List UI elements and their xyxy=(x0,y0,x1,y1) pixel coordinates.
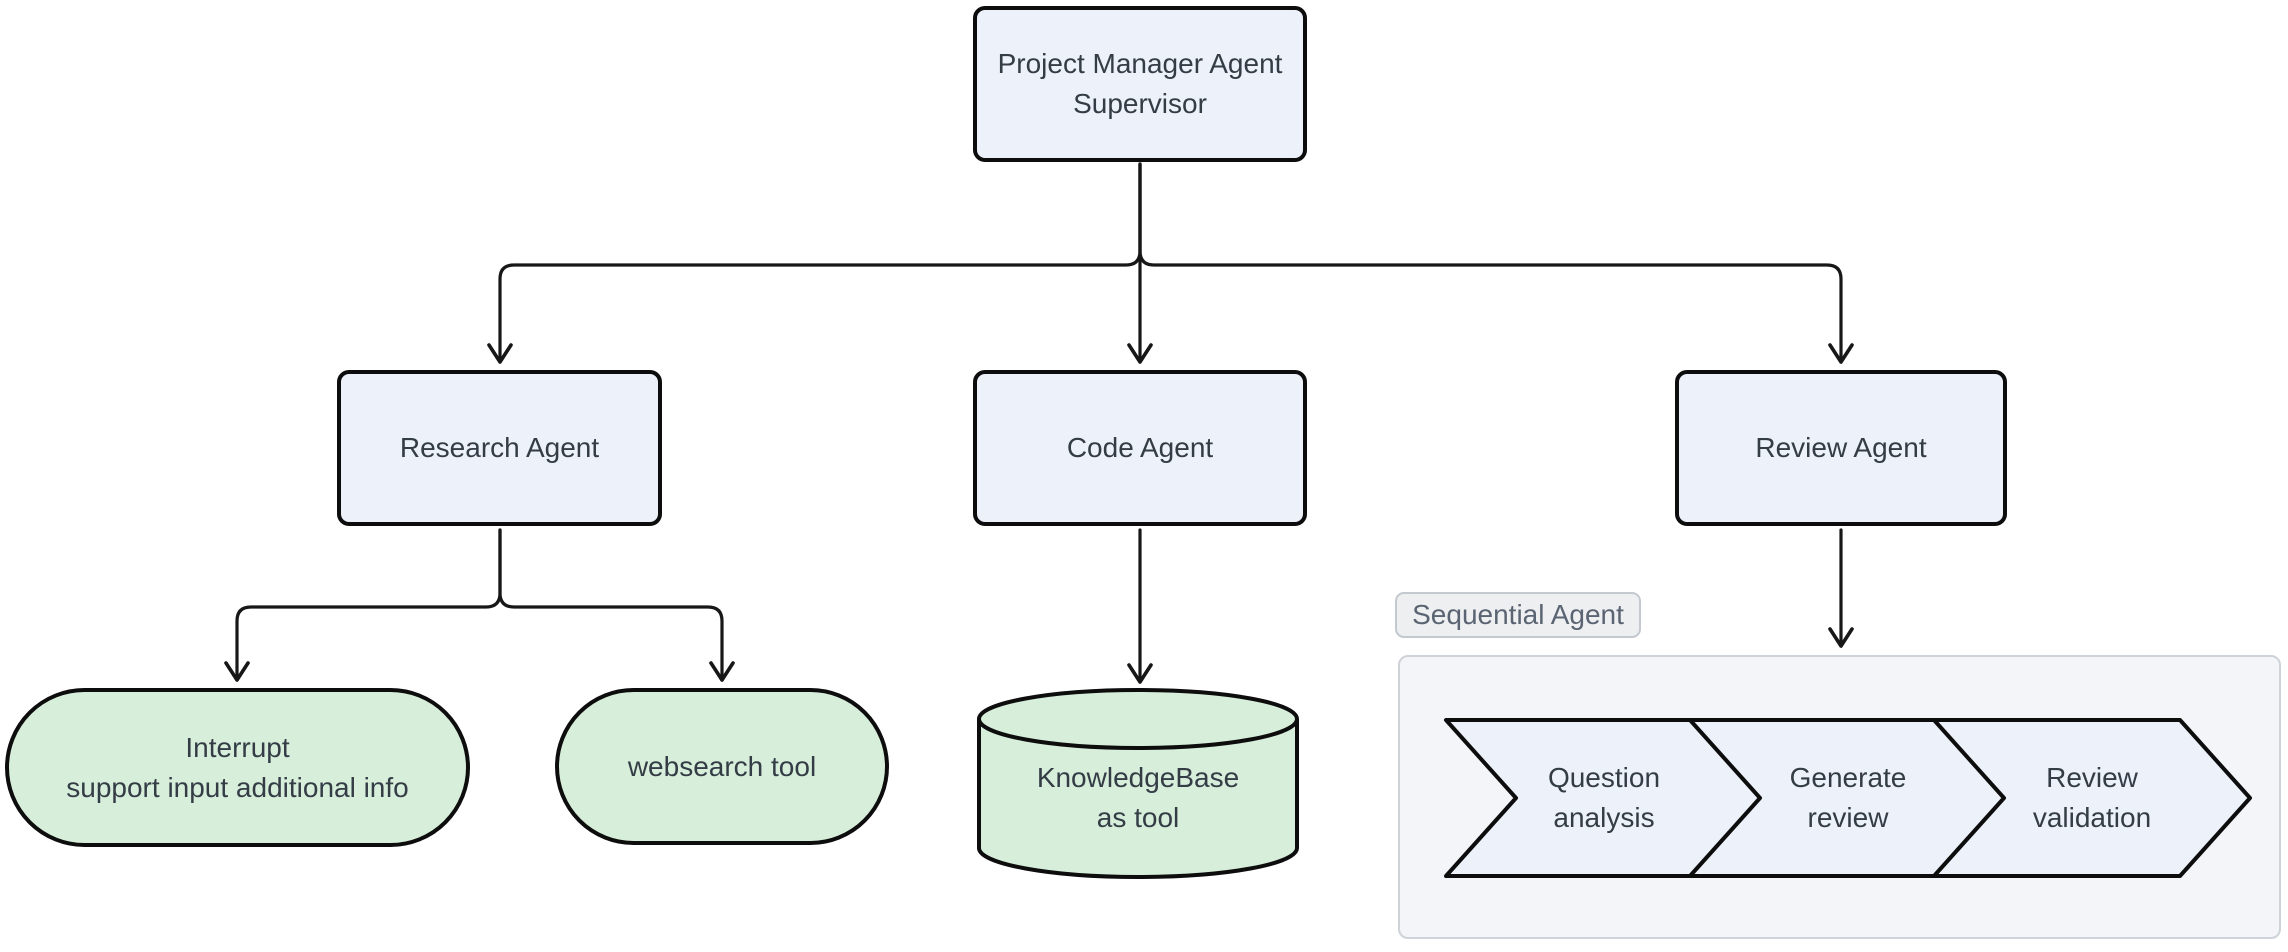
edge-research-websearch xyxy=(498,528,735,682)
node-interrupt-tool: Interrupt support input additional info xyxy=(5,688,470,847)
node-research-agent: Research Agent xyxy=(337,370,662,526)
node-review-agent: Review Agent xyxy=(1675,370,2007,526)
node-code-agent: Code Agent xyxy=(973,370,1307,526)
cylinder-top xyxy=(977,688,1299,750)
sequential-agent-label: Sequential Agent xyxy=(1395,592,1641,638)
node-websearch-tool: websearch tool xyxy=(555,688,889,845)
cylinder-knowledgebase xyxy=(977,688,1299,879)
node-project-manager-supervisor: Project Manager Agent Supervisor xyxy=(973,6,1307,162)
cylinder-body xyxy=(977,719,1299,879)
edge-supervisor-review xyxy=(1138,162,1854,364)
edge-research-interrupt xyxy=(224,528,502,682)
edge-supervisor-research xyxy=(487,162,1142,364)
chevron-review-validation xyxy=(1932,718,2252,878)
